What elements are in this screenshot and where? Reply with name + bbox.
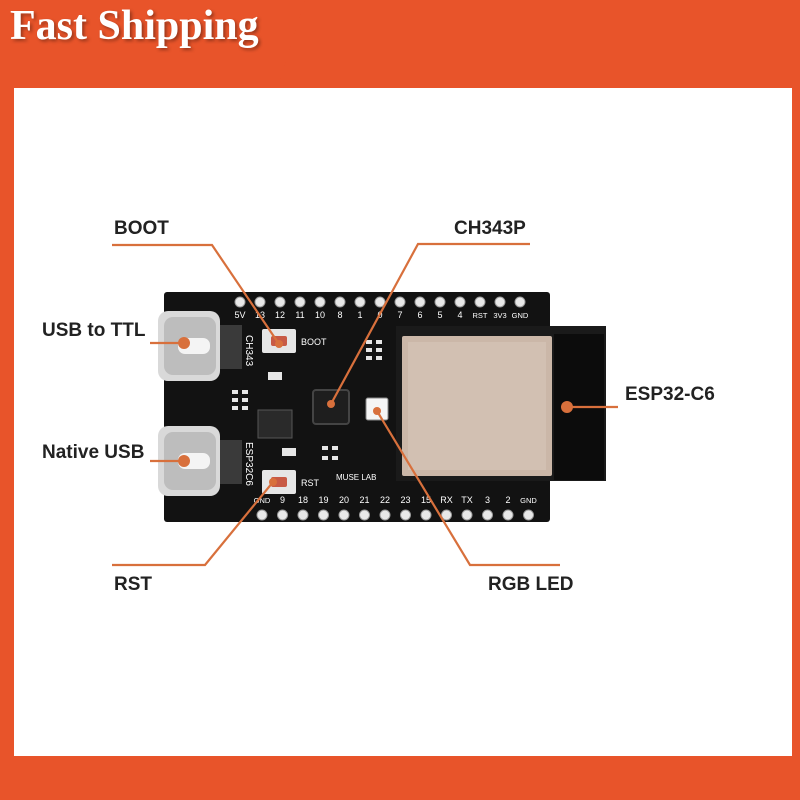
pin-hole bbox=[394, 296, 406, 308]
ch343p-callout: CH343P bbox=[454, 218, 526, 239]
pin-label: 7 bbox=[397, 310, 402, 320]
pin-label: 9 bbox=[280, 495, 285, 505]
pin-label: 5V bbox=[234, 310, 245, 320]
pin-hole bbox=[318, 509, 329, 521]
leader-lines bbox=[112, 242, 618, 567]
boot-leader-line bbox=[112, 243, 280, 345]
pin-hole bbox=[297, 509, 309, 521]
pin-label: 18 bbox=[298, 495, 308, 505]
pin-hole bbox=[482, 509, 493, 521]
pin-label: 5 bbox=[437, 310, 442, 320]
pin-hole bbox=[338, 509, 350, 521]
native-usb-callout: Native USB bbox=[42, 442, 145, 463]
pin-label: 21 bbox=[359, 495, 369, 505]
pin-label: TX bbox=[461, 495, 473, 505]
bottom-pin-header: GND 9 18 19 20 21 22 23 15 RX TX 3 2 GND bbox=[254, 495, 537, 521]
pin-label: 12 bbox=[275, 310, 285, 320]
banner-background bbox=[0, 0, 305, 80]
leader-dots bbox=[178, 337, 573, 486]
pin-label: 4 bbox=[457, 310, 462, 320]
pin-hole bbox=[234, 296, 246, 308]
pin-label: 2 bbox=[505, 495, 510, 505]
pin-label: 3V3 bbox=[493, 311, 506, 320]
pin-hole bbox=[514, 296, 526, 308]
esp32-c6-module bbox=[396, 326, 606, 481]
pin-label: 22 bbox=[380, 495, 390, 505]
pin-hole bbox=[294, 296, 306, 308]
pin-label: RX bbox=[440, 495, 453, 505]
pin-label: 3 bbox=[485, 495, 490, 505]
usb-ttl-callout: USB to TTL bbox=[42, 320, 146, 341]
boot-callout: BOOT bbox=[114, 218, 169, 239]
rst-callout: RST bbox=[114, 574, 152, 595]
pin-hole bbox=[256, 509, 268, 521]
pin-hole bbox=[254, 296, 266, 308]
pin-hole bbox=[274, 296, 286, 308]
pin-label: 11 bbox=[295, 310, 304, 320]
silk-ch343-label: CH343 bbox=[243, 335, 254, 367]
pin-label: 20 bbox=[339, 495, 349, 505]
ch343p-leader-line bbox=[330, 242, 530, 405]
pin-hole bbox=[359, 509, 370, 521]
pin-hole bbox=[461, 509, 473, 521]
pin-hole bbox=[474, 296, 486, 308]
pin-label: GND bbox=[254, 496, 271, 505]
pin-hole bbox=[494, 296, 506, 308]
silk-brand-label: MUSE LAB bbox=[336, 473, 376, 482]
pin-hole bbox=[314, 296, 326, 308]
esp32-c6-callout: ESP32-C6 bbox=[625, 384, 715, 405]
pin-hole bbox=[441, 509, 452, 521]
pin-hole bbox=[420, 509, 432, 521]
pin-label: 6 bbox=[417, 310, 422, 320]
pin-hole bbox=[502, 509, 514, 521]
pin-label: 10 bbox=[315, 310, 325, 320]
pin-hole bbox=[400, 509, 411, 521]
usb-c-connector-top bbox=[158, 311, 242, 381]
silk-esp32c6-label: ESP32C6 bbox=[243, 442, 254, 486]
pin-label: 15 bbox=[421, 495, 431, 505]
pin-label: GND bbox=[512, 311, 529, 320]
banner-title: Fast Shipping bbox=[10, 3, 259, 49]
pin-hole bbox=[354, 296, 366, 308]
smd-components bbox=[232, 340, 382, 460]
pin-label: GND bbox=[520, 496, 537, 505]
pin-hole bbox=[374, 296, 386, 308]
pin-hole bbox=[523, 509, 534, 521]
fast-shipping-banner: Fast Shipping bbox=[0, 0, 305, 80]
voltage-regulator bbox=[257, 409, 293, 439]
pin-hole bbox=[379, 509, 391, 521]
pin-label: 8 bbox=[337, 310, 342, 320]
pin-hole bbox=[277, 509, 288, 521]
rgb-led-callout: RGB LED bbox=[488, 574, 574, 595]
pin-label: 1 bbox=[357, 310, 362, 320]
pin-label: 23 bbox=[400, 495, 410, 505]
pin-hole bbox=[334, 296, 346, 308]
silk-boot-label: BOOT bbox=[301, 337, 327, 347]
pin-hole bbox=[414, 296, 426, 308]
rgb-led-leader-line bbox=[376, 410, 560, 567]
pin-label: RST bbox=[473, 311, 488, 320]
pin-label: 19 bbox=[318, 495, 328, 505]
pin-hole bbox=[454, 296, 466, 308]
rst-leader-line bbox=[112, 481, 274, 567]
silk-rst-label: RST bbox=[301, 478, 320, 488]
pin-hole bbox=[434, 296, 446, 308]
